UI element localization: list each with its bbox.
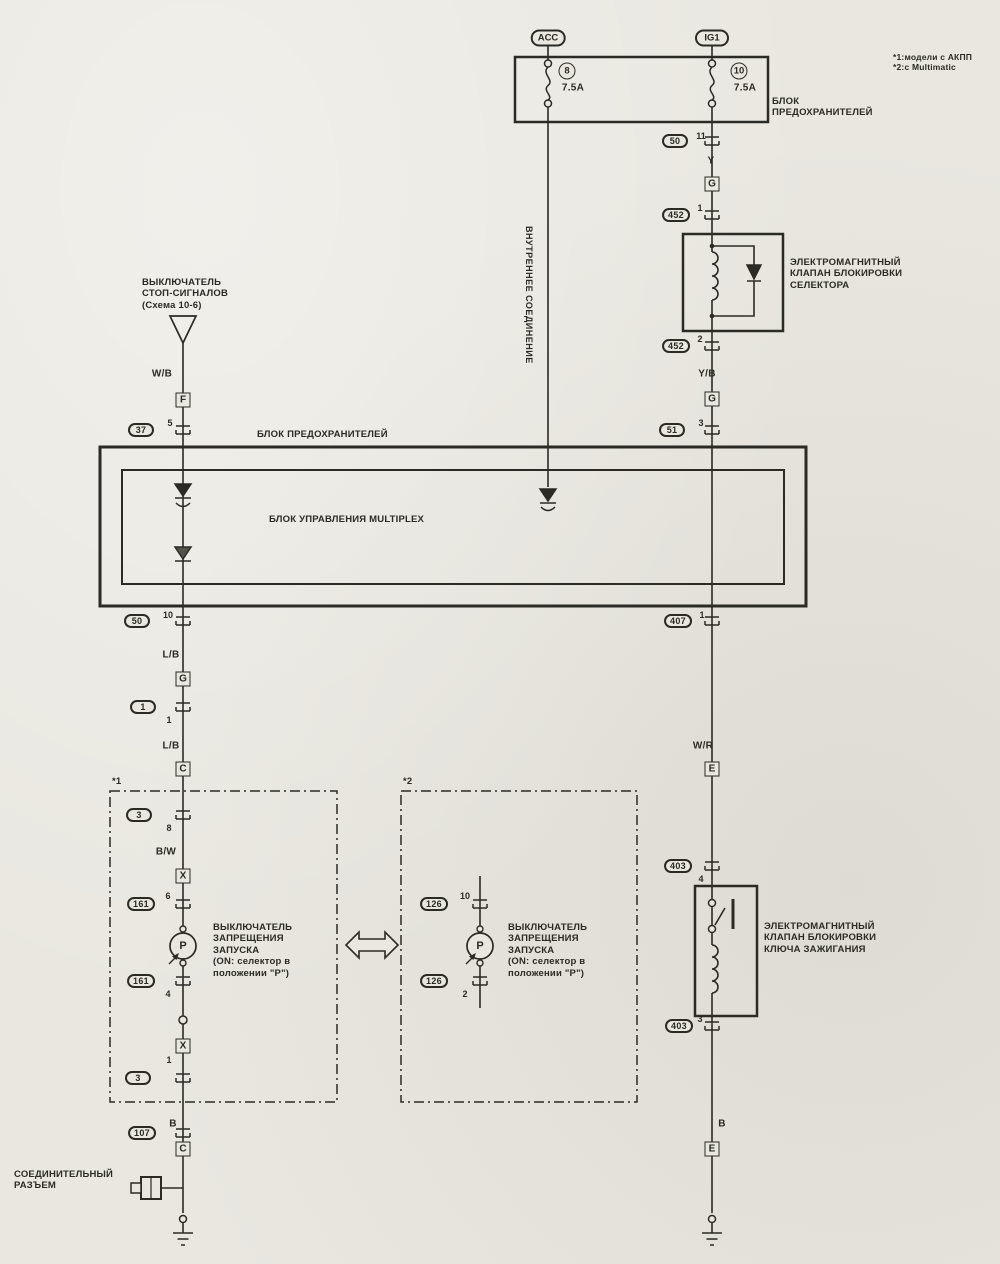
terminal-box-x-1: X: [175, 868, 191, 884]
multiplex-outer-box: [98, 445, 808, 608]
pin-number: 4: [165, 989, 171, 999]
pin-number: 1: [699, 610, 705, 620]
pin-number: 8: [166, 823, 172, 833]
wire-label-y: Y: [707, 155, 715, 167]
joint-connector-symbol: [130, 1176, 162, 1200]
fuse-acc-symbol: [543, 59, 553, 108]
joint-connector-label: СОЕДИНИТЕЛЬНЫЙ РАЗЪЕМ: [14, 1169, 114, 1192]
connector-oval-50-left: 50: [124, 614, 150, 628]
terminal-box-g-2: G: [704, 391, 720, 407]
fuse-ig1-symbol: [707, 59, 717, 108]
connector-oval-403-out: 403: [665, 1019, 693, 1033]
selector-solenoid-label: ЭЛЕКТРОМАГНИТНЫЙ КЛАПАН БЛОКИРОВКИ СЕЛЕК…: [790, 257, 903, 291]
fuse-rating-10: 7.5A: [733, 82, 757, 94]
terminal-box-f: F: [175, 392, 191, 408]
terminal-box-g-1: G: [704, 176, 720, 192]
wires: [161, 46, 713, 1213]
pin-number: 10: [162, 610, 174, 620]
ground-symbol-right: [702, 1214, 722, 1246]
connector-oval-161-in: 161: [127, 897, 155, 911]
variant-swap-arrow-icon: [344, 930, 400, 960]
multiplex-inner-title: БЛОК УПРАВЛЕНИЯ MULTIPLEX: [269, 514, 425, 525]
pin-number: 1: [166, 1055, 172, 1065]
ground-symbol-left: [173, 1214, 193, 1246]
connector-tick-symbols: [175, 136, 720, 1138]
wire-label-wb: W/B: [151, 368, 173, 380]
pin-number: 10: [459, 891, 471, 901]
wire-label-wr: W/R: [692, 740, 714, 752]
connector-oval-1: 1: [130, 700, 156, 714]
variant2-label: *2: [403, 776, 413, 787]
terminal-box-e-1: E: [704, 761, 720, 777]
stop-switch-label: ВЫКЛЮЧАТЕЛЬ СТОП-СИГНАЛОВ (Схема 10-6): [142, 277, 228, 311]
component-boxes: [98, 55, 808, 1103]
terminal-box-c-2: C: [175, 1141, 191, 1157]
connector-oval-37: 37: [128, 423, 154, 437]
pin-number: 3: [697, 1014, 703, 1024]
pin-number: 1: [166, 715, 172, 725]
connector-oval-107: 107: [128, 1126, 156, 1140]
inhibitor-switch-1-symbol: [168, 925, 197, 967]
connector-oval-50-right: 50: [662, 134, 688, 148]
variant1-label: *1: [112, 776, 122, 787]
pin-number: 2: [462, 989, 468, 999]
connector-oval-3-out: 3: [125, 1071, 151, 1085]
connector-oval-452-out: 452: [662, 339, 690, 353]
inhibitor-switch-1-label: ВЫКЛЮЧАТЕЛЬ ЗАПРЕЩЕНИЯ ЗАПУСКА (ON: селе…: [213, 922, 293, 979]
connector-oval-452-in: 452: [662, 208, 690, 222]
terminal-box-x-2: X: [175, 1038, 191, 1054]
fuse-number-10: 10: [730, 62, 748, 80]
fuse-box-outline: [513, 55, 770, 124]
wire-label-bw: B/W: [155, 846, 177, 858]
switch-position-p-2: P: [476, 940, 484, 952]
connector-oval-3-in: 3: [126, 808, 152, 822]
connector-oval-acc: ACC: [530, 29, 566, 47]
wire-label-b-right: B: [718, 1118, 726, 1130]
fuse-number-8: 8: [558, 62, 576, 80]
wire-label-lb-upper: L/B: [162, 649, 180, 661]
pin-number: 4: [698, 874, 704, 884]
key-solenoid-label: ЭЛЕКТРОМАГНИТНЫЙ КЛАПАН БЛОКИРОВКИ КЛЮЧА…: [764, 921, 877, 955]
pin-number: 11: [696, 131, 706, 141]
terminal-box-e-2: E: [704, 1141, 720, 1157]
diode-symbols: [173, 264, 763, 562]
inhibitor-switch-2-label: ВЫКЛЮЧАТЕЛЬ ЗАПРЕЩЕНИЯ ЗАПУСКА (ON: селе…: [508, 922, 588, 979]
selector-solenoid-box: [681, 232, 785, 333]
connector-oval-407: 407: [664, 614, 692, 628]
internal-connection-label: ВНУТРЕННЕЕ СОЕДИНЕНИЕ: [524, 226, 534, 364]
wire-label-yb: Y/B: [698, 368, 716, 380]
variant2-dashed-box: [400, 790, 638, 1103]
connector-oval-ig1: IG1: [695, 29, 729, 47]
fuse-box-title: БЛОК ПРЕДОХРАНИТЕЛЕЙ: [772, 96, 873, 119]
terminal-box-g-3: G: [175, 671, 191, 687]
connector-oval-403-in: 403: [664, 859, 692, 873]
stop-switch-triangle-icon: [168, 315, 198, 345]
variant1-dashed-box: [109, 790, 338, 1103]
switch-position-p-1: P: [179, 940, 187, 952]
pin-number: 2: [697, 334, 703, 344]
fuse-rating-8: 7.5A: [561, 82, 585, 94]
terminal-circle: [178, 1015, 188, 1025]
pin-number: 1: [697, 203, 703, 213]
wire-label-b-left: B: [169, 1118, 177, 1130]
connector-oval-51: 51: [659, 423, 685, 437]
key-solenoid-contact-and-coil: [707, 898, 735, 994]
pin-number: 6: [165, 891, 171, 901]
footnotes: *1:модели с АКПП *2:с Multimatic: [893, 52, 973, 73]
wire-label-lb-lower: L/B: [162, 740, 180, 752]
inhibitor-switch-2-symbol: [465, 925, 494, 967]
pin-number: 3: [698, 418, 704, 428]
connector-oval-126-out: 126: [420, 974, 448, 988]
connector-oval-161-out: 161: [127, 974, 155, 988]
key-solenoid-box: [693, 884, 759, 1018]
terminal-box-c-1: C: [175, 761, 191, 777]
pin-number: 5: [167, 418, 173, 428]
multiplex-outer-title: БЛОК ПРЕДОХРАНИТЕЛЕЙ: [257, 429, 388, 440]
selector-solenoid-coil-and-diode: [709, 243, 755, 319]
connector-oval-126-in: 126: [420, 897, 448, 911]
multiplex-inner-box: [121, 469, 785, 585]
